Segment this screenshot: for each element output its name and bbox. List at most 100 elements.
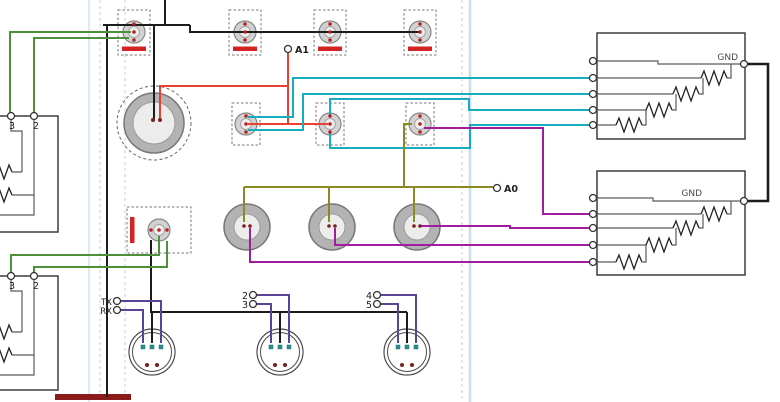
wire-magenta-4[interactable]: [249, 228, 589, 263]
wire-green-2[interactable]: [33, 37, 129, 113]
terminal-points: [6, 44, 749, 315]
potentiometer-2[interactable]: [308, 203, 356, 251]
header1-pin3[interactable]: [6, 111, 16, 121]
net-line: [642, 110, 647, 126]
label-d5: 5: [366, 300, 372, 311]
resistor-network-top[interactable]: GND: [596, 32, 746, 140]
wire-d5[interactable]: [381, 303, 399, 343]
part-bounds: [231, 102, 261, 146]
wire-d2[interactable]: [257, 294, 290, 343]
terminal-d2[interactable]: [248, 290, 258, 300]
net-line: [699, 78, 704, 95]
label-a1: A1: [295, 45, 309, 56]
olive-wires: [243, 123, 493, 222]
network1-gnd-pin[interactable]: [739, 59, 749, 69]
button-bar: [233, 46, 257, 51]
wire-d3[interactable]: [257, 303, 272, 343]
network1-pin5[interactable]: [588, 120, 598, 130]
wire-green-1[interactable]: [9, 31, 131, 113]
label-d2: 2: [242, 291, 248, 302]
pot-knob: [233, 213, 261, 241]
label-d4: 4: [366, 291, 372, 302]
header2-pin2[interactable]: [29, 271, 39, 281]
wire-gnd-link[interactable]: [745, 62, 770, 203]
component-pins: [132, 22, 422, 367]
wire-a0-feed[interactable]: [403, 123, 412, 187]
terminal-tx[interactable]: [112, 296, 122, 306]
resistor-icon: [672, 85, 700, 103]
potentiometer-1[interactable]: [223, 203, 271, 251]
header-outline: [0, 275, 59, 391]
terminal-rx[interactable]: [112, 305, 122, 315]
terminal-d3[interactable]: [248, 299, 258, 309]
net-line: [10, 119, 23, 166]
wire-magenta-2[interactable]: [420, 225, 589, 229]
label-d3: 3: [242, 300, 248, 311]
network1-pin2[interactable]: [588, 73, 598, 83]
net-line: [727, 64, 732, 79]
label-header2-pin3: 3: [9, 281, 15, 292]
wire-cyan-4[interactable]: [329, 124, 589, 149]
resistor-icon: [0, 323, 13, 341]
network2-pin2[interactable]: [588, 209, 598, 219]
wire-magenta-1[interactable]: [424, 127, 589, 215]
button-bar: [122, 46, 146, 51]
resistor-icon: [0, 163, 13, 181]
network2-pin1[interactable]: [588, 193, 598, 203]
network2-pin5[interactable]: [588, 257, 598, 267]
wire-d4[interactable]: [381, 294, 417, 343]
label-header1-pin3: 3: [9, 121, 15, 132]
left-header-box-1[interactable]: [0, 115, 59, 233]
wire-green-3[interactable]: [10, 236, 160, 273]
gnd-label: GND: [717, 53, 738, 63]
left-header-box-2[interactable]: [0, 275, 59, 391]
wire-speaker-red[interactable]: [159, 85, 288, 119]
resistor-icon: [700, 205, 728, 223]
terminal-d4[interactable]: [372, 290, 382, 300]
wire-button-bus[interactable]: [189, 25, 420, 33]
wire-cyan-3[interactable]: [329, 98, 589, 115]
terminal-a1[interactable]: [283, 44, 293, 54]
net-line: [699, 214, 704, 229]
header1-pin2[interactable]: [29, 111, 39, 121]
wire-rx[interactable]: [121, 309, 144, 343]
header2-pin3[interactable]: [6, 271, 16, 281]
net-line: [727, 201, 732, 215]
terminal-d5[interactable]: [372, 299, 382, 309]
header-outline: [0, 115, 59, 233]
network2-pin4[interactable]: [588, 240, 598, 250]
resistor-icon: [700, 69, 728, 87]
guide-lines: [88, 0, 472, 402]
network1-pin4[interactable]: [588, 105, 598, 115]
resistor-icon: [645, 101, 673, 119]
labels: A1 A0 TX RX 2 3 4 5 3 2 3 2: [9, 45, 518, 317]
red-wires: [159, 52, 328, 125]
button-bar: [318, 46, 342, 51]
resistor-icon: [0, 346, 13, 364]
wire-green-4[interactable]: [33, 241, 168, 273]
part-bounds: [116, 85, 192, 161]
resistor-network-bottom[interactable]: GND: [596, 170, 746, 276]
wire-cyan-2[interactable]: [248, 93, 589, 131]
wire-magenta-3[interactable]: [334, 228, 589, 246]
green-wires: [9, 31, 168, 273]
resistor-icon: [615, 253, 643, 271]
terminal-a0[interactable]: [492, 183, 502, 193]
network-outline: [596, 170, 746, 276]
network2-gnd-pin[interactable]: [739, 196, 749, 206]
wire-tx[interactable]: [121, 300, 162, 343]
net-line: [672, 228, 677, 246]
network2-pin3[interactable]: [588, 223, 598, 233]
label-tx: TX: [100, 298, 112, 308]
label-a0: A0: [504, 184, 518, 195]
network1-pin1[interactable]: [588, 56, 598, 66]
net-line: [0, 119, 35, 216]
wire-cyan-1[interactable]: [248, 77, 589, 118]
net-line: [672, 94, 677, 111]
gnd-net: [597, 197, 740, 202]
magenta-wires: [249, 127, 589, 263]
network1-pin3[interactable]: [588, 89, 598, 99]
label-header2-pin2: 2: [33, 281, 39, 292]
